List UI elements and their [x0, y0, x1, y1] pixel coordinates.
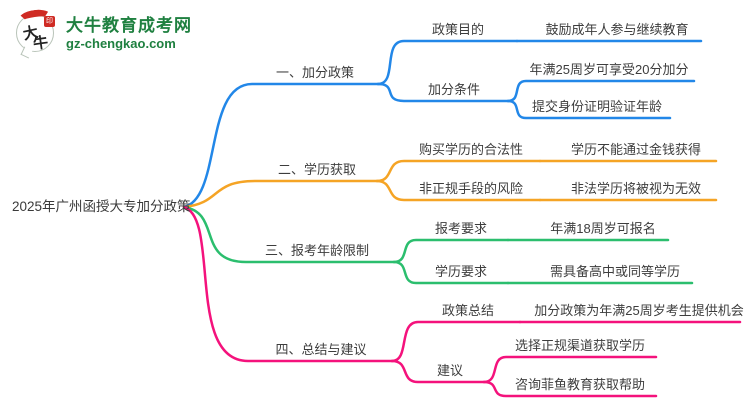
- leaf-4-2-1-label[interactable]: 选择正规渠道获取学历: [514, 338, 646, 353]
- site-url: gz-chengkao.com: [66, 35, 176, 51]
- leaf-4-2-2-label[interactable]: 咨询菲鱼教育获取帮助: [514, 377, 646, 392]
- node-4-1-label[interactable]: 政策总结: [441, 303, 495, 318]
- leaf-4-1-1-label[interactable]: 加分政策为年满25周岁考生提供机会: [534, 303, 744, 318]
- leaf-1-2-2-label[interactable]: 提交身份证明验证年龄: [531, 99, 663, 114]
- site-logo[interactable]: 大 牛 印 大牛教育成考网 gz-chengkao.com: [14, 7, 192, 59]
- branch-2-label[interactable]: 二、学历获取: [277, 162, 357, 177]
- node-1-2-label[interactable]: 加分条件: [427, 82, 481, 97]
- node-1-1-label[interactable]: 政策目的: [431, 22, 485, 37]
- logo-char: 牛: [32, 34, 50, 53]
- leaf-2-1-1-label[interactable]: 学历不能通过金钱获得: [570, 142, 702, 157]
- logo-text-block: 大牛教育成考网 gz-chengkao.com: [66, 16, 192, 51]
- node-4-2-label[interactable]: 建议: [436, 363, 464, 378]
- node-2-2-label[interactable]: 非正规手段的风险: [418, 181, 524, 196]
- branch-3-lines: [182, 205, 694, 285]
- node-2-1-label[interactable]: 购买学历的合法性: [418, 142, 524, 157]
- node-3-2-label[interactable]: 学历要求: [434, 264, 488, 279]
- branch-3-label[interactable]: 三、报考年龄限制: [264, 243, 370, 258]
- node-3-1-label[interactable]: 报考要求: [434, 221, 488, 236]
- leaf-3-1-1-label[interactable]: 年满18周岁可报名: [550, 221, 656, 236]
- site-name: 大牛教育成考网: [66, 15, 192, 35]
- root-node[interactable]: 2025年广州函授大专加分政策: [12, 199, 191, 214]
- branch-4-label[interactable]: 四、总结与建议: [275, 342, 367, 357]
- branch-2-lines: [182, 159, 718, 209]
- branch-1-label[interactable]: 一、加分政策: [275, 65, 355, 80]
- branch-4-lines: [182, 205, 742, 398]
- logo-red-seal: 印: [44, 16, 55, 27]
- leaf-1-1-1-label[interactable]: 鼓励成年人参与继续教育: [545, 22, 689, 37]
- leaf-2-2-1-label[interactable]: 非法学历将被视为无效: [570, 181, 702, 196]
- leaf-1-2-1-label[interactable]: 年满25周岁可享受20分加分: [529, 62, 689, 77]
- branch-1-lines: [182, 39, 703, 209]
- daniu-logo-icon: 大 牛 印: [14, 7, 58, 59]
- leaf-3-2-1-label[interactable]: 需具备高中或同等学历: [549, 264, 681, 279]
